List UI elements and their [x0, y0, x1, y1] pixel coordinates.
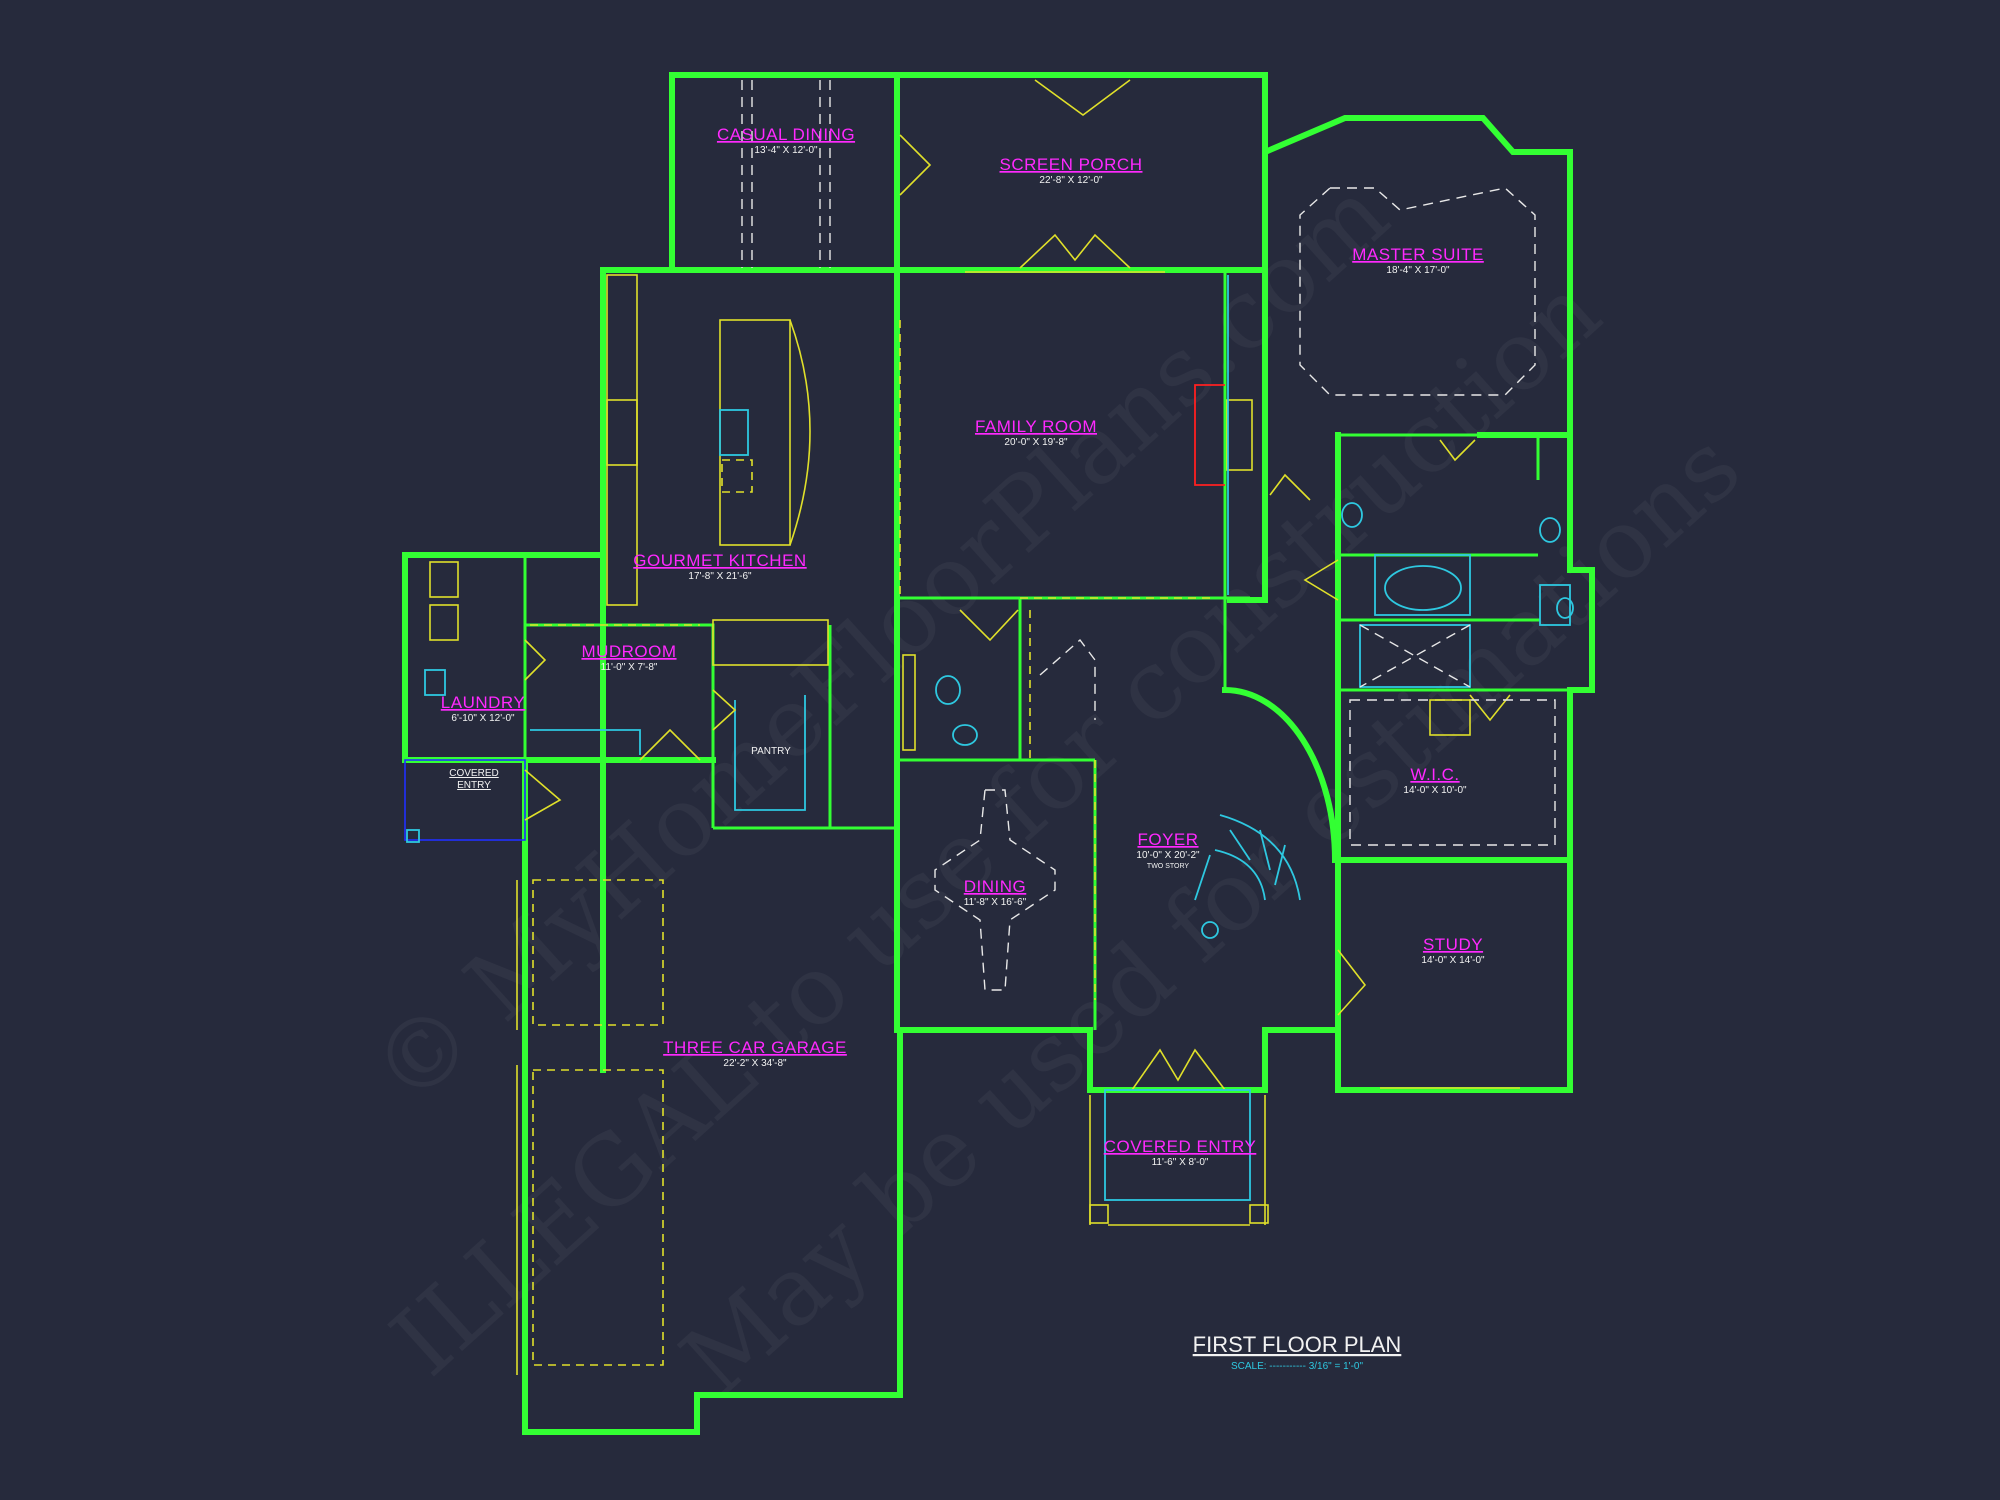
room-name: STUDY — [1423, 935, 1483, 954]
room-family-room: FAMILY ROOM 20'-0" X 19'-8" — [975, 417, 1097, 448]
room-name: COVERED ENTRY — [1104, 1137, 1257, 1156]
room-screen-porch: SCREEN PORCH 22'-8" X 12'-0" — [1000, 155, 1143, 186]
room-dining: DINING 11'-8" X 16'-6" — [964, 877, 1027, 908]
room-dims: 11'-0" X 7'-8" — [601, 662, 658, 673]
room-name: FAMILY ROOM — [975, 417, 1097, 436]
fixtures — [404, 79, 1574, 1375]
room-dims: 22'-2" X 34'-8" — [723, 1058, 787, 1069]
room-dims: 6'-10" X 12'-0" — [451, 713, 515, 724]
room-name: MASTER SUITE — [1352, 245, 1484, 264]
room-name: FOYER — [1137, 830, 1198, 849]
room-name: DINING — [964, 877, 1027, 896]
room-name-line-1: COVERED — [449, 768, 498, 779]
room-note: TWO STORY — [1147, 863, 1189, 870]
room-name: PANTRY — [751, 746, 791, 757]
room-dims: 17'-8" X 21'-6" — [688, 571, 752, 582]
room-gourmet-kitchen: GOURMET KITCHEN 17'-8" X 21'-6" — [633, 551, 806, 582]
room-name: MUDROOM — [581, 642, 676, 661]
room-dims: 14'-0" X 10'-0" — [1403, 785, 1467, 796]
room-labels: CASUAL DINING 13'-4" X 12'-0" SCREEN POR… — [441, 125, 1485, 1168]
room-dims: 18'-4" X 17'-0" — [1386, 265, 1450, 276]
room-name-line-2: ENTRY — [457, 780, 491, 791]
room-dims: 13'-4" X 12'-0" — [754, 145, 818, 156]
title-block: FIRST FLOOR PLAN SCALE: ----------- 3/16… — [1193, 1332, 1402, 1372]
room-name: LAUNDRY — [441, 693, 525, 712]
room-pantry: PANTRY — [751, 746, 791, 757]
watermark: © MyHomeFloorPlans.com ILLEGAL to use fo… — [350, 158, 1761, 1417]
room-name: THREE CAR GARAGE — [663, 1038, 847, 1057]
room-foyer: FOYER 10'-0" X 20'-2" TWO STORY — [1136, 830, 1200, 870]
room-casual-dining: CASUAL DINING 13'-4" X 12'-0" — [717, 125, 855, 156]
room-wic: W.I.C. 14'-0" X 10'-0" — [1403, 765, 1467, 796]
room-master-suite: MASTER SUITE 18'-4" X 17'-0" — [1352, 245, 1484, 276]
room-dims: 11'-6" X 8'-0" — [1152, 1157, 1209, 1168]
room-name: W.I.C. — [1410, 765, 1459, 784]
room-name: SCREEN PORCH — [1000, 155, 1143, 174]
room-covered-entry-side: COVERED ENTRY — [449, 768, 498, 791]
room-study: STUDY 14'-0" X 14'-0" — [1421, 935, 1485, 966]
room-dims: 20'-0" X 19'-8" — [1004, 437, 1068, 448]
room-dims: 22'-8" X 12'-0" — [1039, 175, 1103, 186]
room-dims: 14'-0" X 14'-0" — [1421, 955, 1485, 966]
room-name: GOURMET KITCHEN — [633, 551, 806, 570]
room-dims: 11'-8" X 16'-6" — [964, 897, 1027, 908]
room-mudroom: MUDROOM 11'-0" X 7'-8" — [581, 642, 676, 673]
room-three-car-garage: THREE CAR GARAGE 22'-2" X 34'-8" — [663, 1038, 847, 1069]
plan-title: FIRST FLOOR PLAN — [1193, 1332, 1402, 1357]
room-laundry: LAUNDRY 6'-10" X 12'-0" — [441, 693, 525, 724]
plan-scale: SCALE: ----------- 3/16" = 1'-0" — [1231, 1361, 1364, 1372]
room-covered-entry-front: COVERED ENTRY 11'-6" X 8'-0" — [1104, 1137, 1257, 1168]
room-dims: 10'-0" X 20'-2" — [1136, 850, 1200, 861]
room-name: CASUAL DINING — [717, 125, 855, 144]
